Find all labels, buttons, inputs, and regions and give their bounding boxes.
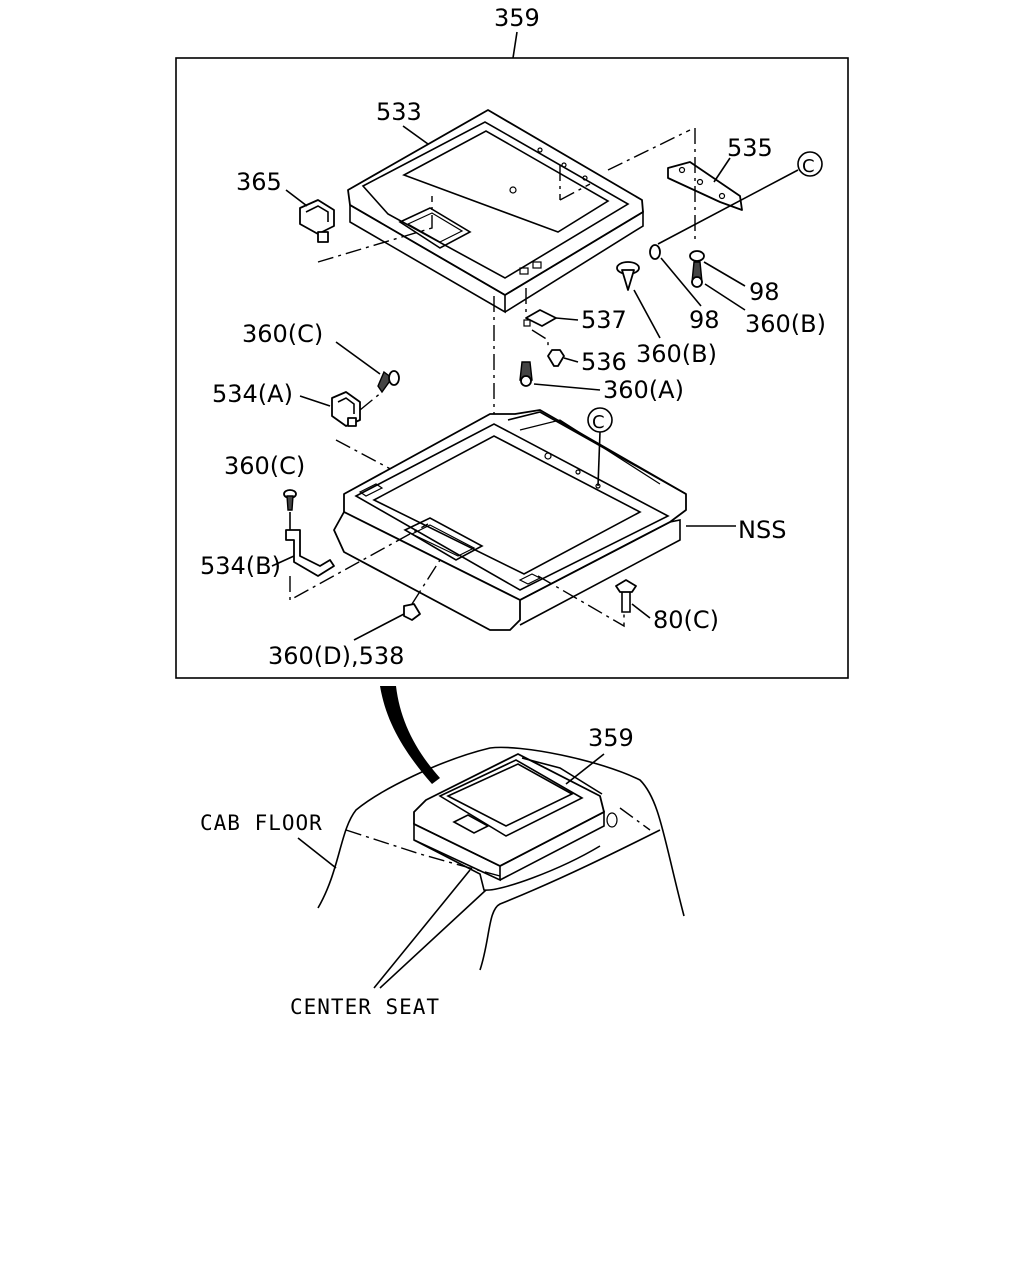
label-360a: 360(A) — [603, 376, 684, 404]
screw-360c-a — [377, 370, 400, 394]
leader-center-seat-b — [379, 889, 487, 989]
leader-360c-top — [335, 341, 381, 375]
label-assembly-359-top: 359 — [494, 4, 540, 32]
leader-360a — [533, 383, 601, 391]
label-360c-bottom: 360(C) — [224, 452, 305, 480]
detail-frame — [175, 57, 849, 679]
leader-callout-c-lower — [597, 431, 601, 487]
bracket-535 — [667, 161, 743, 211]
lower-console-nss — [333, 409, 687, 631]
leader-365 — [285, 189, 308, 207]
bracket-534b — [285, 529, 335, 577]
label-365: 365 — [236, 168, 282, 196]
leader-360b-right — [704, 283, 746, 311]
leader-535 — [713, 157, 731, 183]
upper-tray-533 — [347, 109, 644, 314]
leader-98-right — [703, 261, 746, 287]
bracket-534a — [331, 391, 361, 427]
screw-360c-b — [283, 489, 297, 511]
label-assembly-359-bottom: 359 — [588, 724, 634, 752]
leader-98-left — [660, 257, 702, 307]
switch-365 — [299, 199, 335, 243]
label-cab-floor: CAB FLOOR — [200, 811, 323, 835]
washer-98-b — [689, 250, 705, 262]
callout-circle-c-top — [797, 151, 823, 177]
label-534a: 534(A) — [212, 380, 293, 408]
leader-cab-floor — [297, 837, 337, 869]
label-360b-left: 360(B) — [636, 340, 717, 368]
clip-80c — [615, 579, 637, 613]
clip-537 — [523, 309, 557, 327]
label-537: 537 — [581, 306, 627, 334]
leader-center-seat-a — [373, 869, 471, 989]
leader-360b-left — [633, 289, 661, 339]
grommet-536 — [547, 349, 565, 367]
leader-536 — [563, 357, 579, 363]
leader-533 — [402, 125, 429, 145]
screw-360b-b — [691, 261, 703, 288]
leader-534b — [271, 555, 295, 567]
label-536: 536 — [581, 348, 627, 376]
callout-c-lower: C — [592, 412, 605, 433]
label-nss: NSS — [738, 516, 786, 544]
label-360b-right: 360(B) — [745, 310, 826, 338]
leader-534a — [299, 395, 331, 407]
label-80c: 80(C) — [653, 606, 719, 634]
leader-359-top — [512, 31, 518, 59]
label-98-left: 98 — [689, 306, 720, 334]
leader-537 — [555, 317, 579, 321]
label-534b: 534(B) — [200, 552, 281, 580]
label-center-seat: CENTER SEAT — [290, 995, 440, 1019]
label-533: 533 — [376, 98, 422, 126]
clip-360d-538 — [403, 603, 421, 621]
callout-c-top: C — [802, 156, 815, 177]
screw-360b-a — [616, 261, 640, 291]
label-360d-538: 360(D),538 — [268, 642, 404, 670]
screw-360a — [519, 361, 533, 387]
location-arrow — [380, 686, 440, 784]
leader-80c — [631, 603, 651, 619]
leader-callout-c-top — [657, 169, 799, 245]
console-assembly-359-installed — [413, 753, 618, 891]
label-98-right: 98 — [749, 278, 780, 306]
leader-359-bottom — [565, 753, 605, 785]
label-360c-top: 360(C) — [242, 320, 323, 348]
leader-360d-538 — [353, 613, 405, 641]
washer-98-a — [649, 244, 661, 260]
cab-floor-outline — [317, 746, 685, 971]
label-535: 535 — [727, 134, 773, 162]
